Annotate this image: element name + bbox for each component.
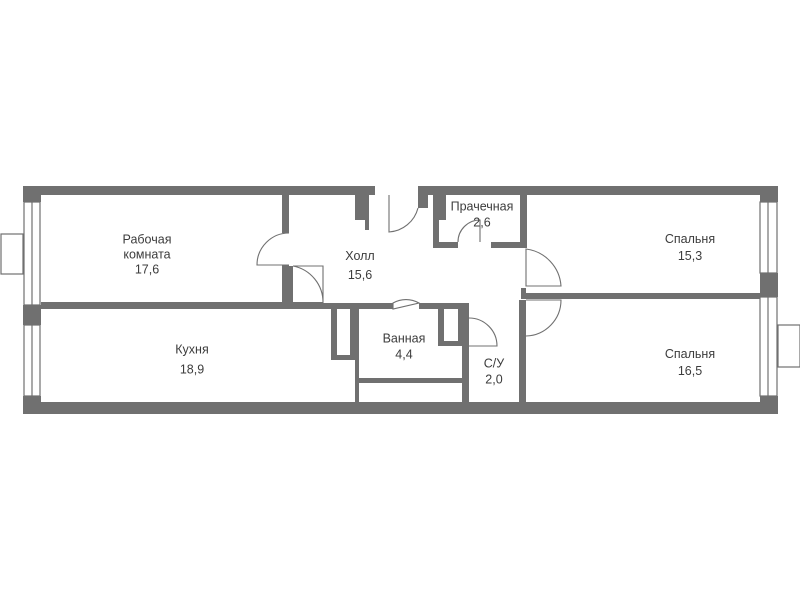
room-area: 15,3 [677,249,703,263]
room-area: 17,6 [134,262,160,277]
room-area: 2,0 [485,372,503,387]
room-name: Рабочая [122,232,172,247]
balcony-left-icon [0,233,24,275]
room-area: 15,6 [347,268,373,282]
room-laundry: Прачечная 2,6 [451,200,514,231]
door-bathroom-icon [392,299,421,310]
room-name: комната [123,247,171,262]
room-bathroom: Ванная 4,4 [383,332,426,363]
room-name: С/У [483,356,505,371]
doors [256,195,562,347]
room-area: 16,5 [677,364,703,378]
door-hall-lower-icon [292,265,324,304]
door-study-icon [256,232,290,266]
room-kitchen: Кухня 18,9 [175,343,208,378]
room-wc: С/У 2,0 [484,357,504,388]
room-name: Холл [345,249,375,263]
balcony-right-icon [777,324,800,368]
room-bedroom2: Спальня 16,5 [665,347,715,379]
room-bedroom1: Спальня 15,3 [665,232,715,264]
room-study: Рабочая комната 17,6 [123,233,172,278]
room-hall: Холл 15,6 [345,249,374,283]
windows [0,201,800,397]
door-entrance-icon [388,195,419,233]
room-area: 18,9 [179,362,205,377]
room-area: 4,4 [395,347,413,362]
door-wc-icon [468,317,498,347]
door-laundry-icon [457,219,481,243]
door-bedroom2-icon [525,299,562,337]
door-bedroom1-icon [525,248,562,287]
room-name: Спальня [664,232,716,246]
room-name: Спальня [664,347,716,361]
room-name: Ванная [382,331,426,346]
room-area: 2,6 [473,215,491,230]
walls [23,186,778,414]
room-name: Прачечная [450,199,514,214]
room-name: Кухня [175,342,209,357]
